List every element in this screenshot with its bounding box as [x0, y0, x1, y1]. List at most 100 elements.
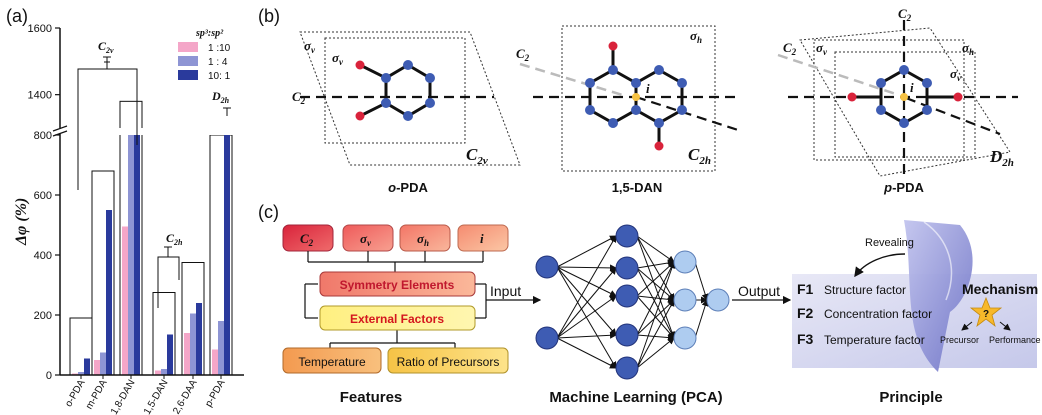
nn-node-0-0: [535, 255, 559, 279]
axis-break-band: [61, 128, 243, 135]
feature-tree-lines: [304, 251, 484, 348]
nn-edge: [636, 261, 675, 297]
group-label-c2v: C2v: [98, 39, 114, 55]
nn-node-0-1: [535, 326, 559, 350]
dan-name: 1,5-DAN: [612, 180, 663, 195]
chart-legend: sp³:sp² 1 :10 1 : 4 10: 1: [178, 28, 231, 82]
bar-s1-4: [190, 313, 196, 375]
bar-s2-3: [167, 334, 173, 375]
ratio-label: Ratio of Precursors: [397, 355, 500, 369]
nn-edge: [636, 334, 675, 342]
chart-axes: [52, 28, 244, 376]
nn-edge: [556, 337, 617, 369]
ppda-sigma-v-1: σv: [816, 40, 828, 57]
o-pda-sigma-v-2: σv: [332, 50, 344, 67]
nn-edge: [636, 235, 675, 301]
nn-node-1-1: [615, 256, 639, 280]
ml-caption: Machine Learning (PCA): [549, 389, 722, 406]
factor-f2-id: F2: [797, 305, 814, 321]
nn-edge: [694, 299, 709, 339]
features-caption: Features: [340, 389, 403, 406]
temperature-box: [282, 347, 382, 374]
o-pda-sigma-v-1: σv: [304, 38, 316, 55]
o-pda-name: o-PDA: [388, 180, 428, 195]
mechanism-star-icon: [969, 296, 1003, 328]
factor-f1-id: F1: [797, 281, 814, 297]
group-label-c2h: C2h: [166, 231, 183, 247]
bar-s1-0: [78, 372, 84, 375]
nn-edge: [556, 235, 617, 339]
y-tick-label-6: 1600: [28, 23, 52, 35]
input-connector: [475, 283, 542, 319]
nn-edge: [636, 299, 675, 336]
dan-sigma-h: σh: [690, 28, 702, 45]
ppda-c2-vertical: C2: [898, 6, 912, 23]
nn-edge: [636, 299, 675, 369]
chip-sigma-h: σh: [417, 231, 429, 248]
revealing-label: Revealing: [865, 237, 914, 249]
bar-s2-4: [196, 303, 202, 375]
molecule-p-pda: [777, 20, 1018, 178]
dan-c2-label: C2: [516, 46, 530, 63]
nn-node-2-1: [673, 288, 697, 312]
output-label: Output: [738, 283, 780, 299]
bar-s1-5: [218, 321, 224, 375]
x-tick-label-2: 1,8-DAN: [109, 378, 138, 415]
factor-f1-text: Structure factor: [824, 283, 906, 297]
molecule-1-5-dan: [519, 25, 739, 172]
x-tick-label-5: p-PDA: [203, 378, 227, 409]
bar-s2-1: [106, 210, 112, 375]
x-tick-label-3: 1,5-DAN: [142, 378, 171, 415]
nn-edge: [694, 261, 709, 301]
nn-edge: [556, 266, 617, 297]
symmetry-elements-label: Symmetry Elements: [340, 278, 455, 292]
nn-edge: [556, 267, 617, 339]
ratio-box: [387, 347, 509, 374]
nn-edge: [636, 235, 675, 263]
ppda-group: D2h: [989, 147, 1014, 169]
bar-s0-5: [212, 349, 218, 375]
nn-edge: [556, 266, 617, 336]
legend-label-2: 1 : 4: [208, 57, 228, 68]
nn-edge: [636, 235, 676, 339]
performance-arrow: [999, 321, 1011, 331]
factor-f3-id: F3: [797, 331, 814, 347]
y-tick-label-1: 200: [34, 310, 52, 322]
dan-group: C2h: [688, 145, 711, 167]
precursor-arrow: [961, 321, 973, 331]
chip-sigma-v: σv: [360, 231, 372, 248]
bar-chart: [61, 100, 243, 376]
bar-s1-2: [128, 135, 134, 375]
nn-edge: [636, 261, 675, 336]
input-label: Input: [490, 283, 521, 299]
bar-s1-1: [100, 352, 106, 375]
x-tick-label-4: 2,6-DAA: [171, 378, 200, 415]
nn-edge: [556, 295, 617, 339]
y-tick-label-2: 400: [34, 250, 52, 262]
legend-swatch-1: [178, 42, 198, 52]
y-tick-label-5: 1400: [28, 90, 52, 102]
ppda-name: p-PDA: [883, 180, 924, 195]
nn-edge: [556, 235, 617, 268]
legend-label-3: 10: 1: [208, 71, 231, 82]
nn-edge: [636, 267, 675, 339]
nn-node-2-0: [673, 250, 697, 274]
symmetry-chips: [282, 224, 509, 252]
nn-node-1-3: [615, 323, 639, 347]
nn-edge: [636, 337, 675, 369]
factor-f2-text: Concentration factor: [824, 307, 932, 321]
legend-swatch-3: [178, 70, 198, 80]
bar-s2-2: [134, 135, 140, 375]
nn-edge: [636, 261, 676, 369]
temperature-label: Temperature: [298, 355, 366, 369]
bar-s0-2: [122, 226, 128, 375]
chip-inversion: i: [480, 231, 484, 246]
o-pda-c2: C2: [292, 89, 306, 106]
nn-node-2-2: [673, 326, 697, 350]
mechanism-title: Mechanism: [962, 281, 1038, 297]
bar-s1-3: [161, 369, 167, 375]
ppda-sigma-v-2: σv: [950, 66, 962, 83]
ppda-inversion: i: [910, 80, 914, 95]
